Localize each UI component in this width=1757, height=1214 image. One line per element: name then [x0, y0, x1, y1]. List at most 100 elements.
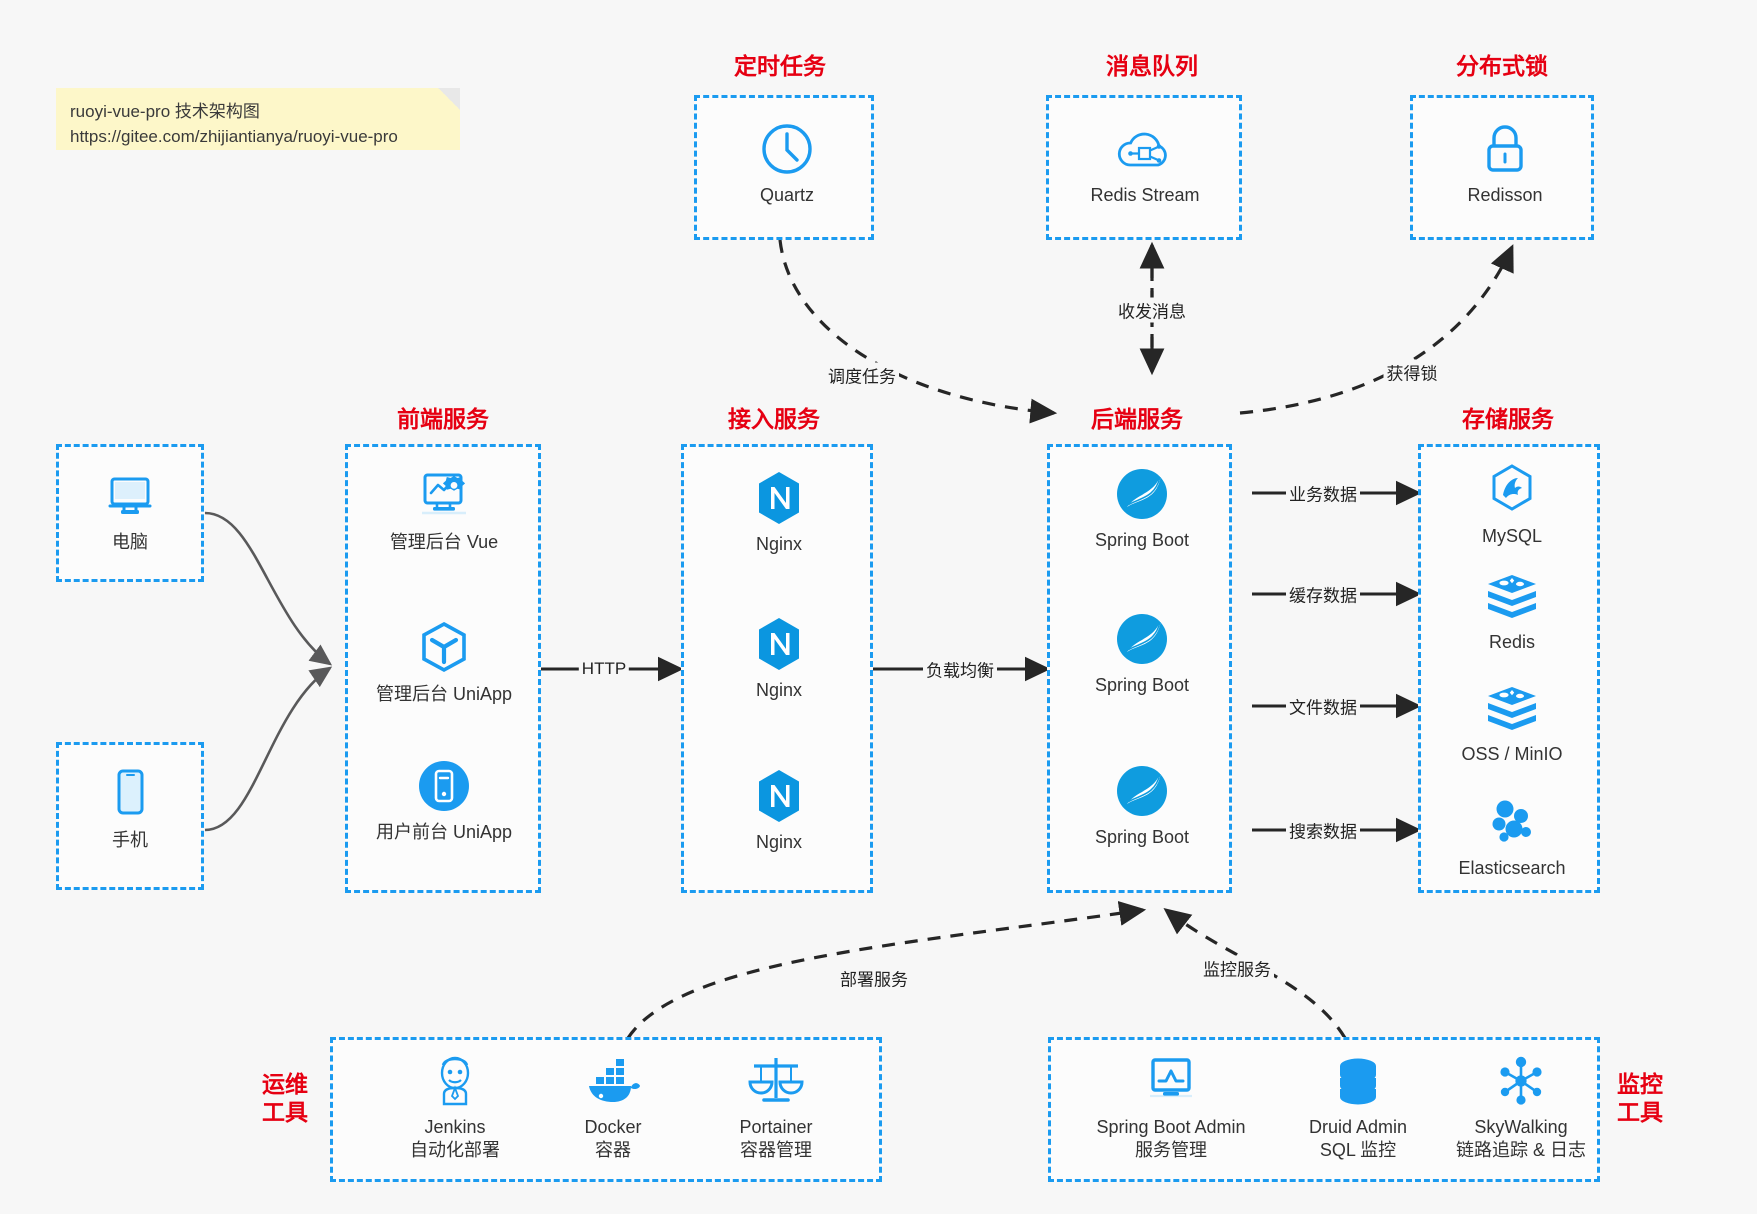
group-title-storage: 存储服务	[1462, 406, 1554, 432]
group-box-message-queue: Redis Stream	[1046, 95, 1242, 240]
node-admin-vue[interactable]: 管理后台 Vue	[369, 467, 519, 554]
group-box-backend: Spring Boot Spring Boot Spring Boot	[1047, 444, 1232, 893]
node-mysql[interactable]: MySQL	[1437, 461, 1587, 548]
node-docker[interactable]: Docker 容器	[538, 1052, 688, 1163]
node-label: Redis Stream	[1090, 185, 1200, 205]
node-label: 管理后台 UniApp	[375, 684, 513, 704]
node-label: Druid Admin	[1308, 1117, 1408, 1137]
node-redisson[interactable]: Redisson	[1430, 120, 1580, 207]
note-fold-corner	[438, 88, 460, 110]
node-label: Docker	[584, 1117, 642, 1137]
group-title-monitoring: 监控 工具	[1610, 1070, 1670, 1126]
node-label: Nginx	[755, 534, 803, 554]
note-title: ruoyi-vue-pro 技术架构图	[70, 102, 260, 121]
node-desktop[interactable]: 电脑	[55, 467, 205, 554]
node-sublabel: 自动化部署	[410, 1140, 500, 1161]
edge-label-cache-data: 缓存数据	[1286, 581, 1360, 607]
node-label: Jenkins	[424, 1117, 486, 1137]
node-druid-admin[interactable]: Druid Admin SQL 监控	[1273, 1052, 1443, 1163]
edge-label-send-receive-message: 收发消息	[1115, 297, 1189, 323]
group-box-distributed-lock: Redisson	[1410, 95, 1594, 240]
node-skywalking[interactable]: SkyWalking 链路追踪 & 日志	[1431, 1052, 1611, 1163]
note-url: https://gitee.com/zhijiantianya/ruoyi-vu…	[70, 126, 398, 146]
group-box-storage: MySQL Redis	[1418, 444, 1600, 893]
group-box-client-phone: 手机	[56, 742, 204, 890]
group-title-scheduler: 定时任务	[734, 53, 826, 79]
node-label: Redis	[1488, 632, 1536, 652]
node-label: Spring Boot	[1094, 675, 1190, 695]
node-spring-boot-2[interactable]: Spring Boot	[1067, 610, 1217, 697]
node-user-uniapp[interactable]: 用户前台 UniApp	[369, 757, 519, 844]
group-title-frontend: 前端服务	[397, 406, 489, 432]
edge-phone-to-frontend	[204, 666, 333, 832]
phone-icon	[55, 765, 205, 823]
node-sublabel: 容器	[595, 1140, 631, 1161]
node-nginx-1[interactable]: Nginx	[704, 469, 854, 556]
node-sublabel: SQL 监控	[1319, 1140, 1397, 1161]
edge-quartz-to-backend	[778, 239, 1058, 424]
node-spring-boot-3[interactable]: Spring Boot	[1067, 762, 1217, 849]
node-sublabel: 链路追踪 & 日志	[1455, 1140, 1586, 1161]
node-label: Redisson	[1467, 185, 1543, 205]
mysql-icon	[1437, 461, 1587, 519]
edge-label-schedule-task: 调度任务	[825, 362, 899, 388]
nginx-icon	[704, 767, 854, 825]
node-label: 手机	[112, 830, 148, 850]
diagram-note: ruoyi-vue-pro 技术架构图 https://gitee.com/zh…	[56, 88, 460, 150]
desktop-icon	[55, 467, 205, 525]
node-quartz[interactable]: Quartz	[712, 120, 862, 207]
node-label: Spring Boot Admin	[1096, 1117, 1246, 1137]
group-title-monitoring-line1: 监控	[1617, 1071, 1663, 1097]
scales-icon	[701, 1052, 851, 1110]
nginx-icon	[704, 469, 854, 527]
group-box-gateway: Nginx Nginx Nginx	[681, 444, 873, 893]
node-jenkins[interactable]: Jenkins 自动化部署	[380, 1052, 530, 1163]
redis-icon	[1437, 567, 1587, 625]
group-box-frontend: 管理后台 Vue 管理后台 UniApp 用户前台 UniApp	[345, 444, 541, 893]
edge-label-load-balance: 负载均衡	[923, 656, 997, 682]
node-label: OSS / MinIO	[1461, 744, 1563, 764]
node-label: 用户前台 UniApp	[375, 822, 513, 842]
node-label: Quartz	[759, 185, 815, 205]
node-admin-uniapp[interactable]: 管理后台 UniApp	[369, 619, 519, 706]
group-title-message-queue: 消息队列	[1106, 53, 1198, 79]
clock-icon	[712, 120, 862, 178]
edge-label-http: HTTP	[578, 659, 630, 679]
node-spring-boot-1[interactable]: Spring Boot	[1067, 465, 1217, 552]
edge-label-monitor-service: 监控服务	[1200, 955, 1274, 981]
node-spring-boot-admin[interactable]: Spring Boot Admin 服务管理	[1073, 1052, 1269, 1163]
group-title-devops-line1: 运维	[262, 1071, 308, 1097]
cloud-network-icon	[1070, 120, 1220, 178]
node-oss-minio[interactable]: OSS / MinIO	[1437, 679, 1587, 766]
group-title-monitoring-line2: 工具	[1617, 1099, 1663, 1126]
lock-icon	[1430, 120, 1580, 178]
edge-label-business-data: 业务数据	[1286, 480, 1360, 506]
group-box-scheduler: Quartz	[694, 95, 874, 240]
node-portainer[interactable]: Portainer 容器管理	[701, 1052, 851, 1163]
group-title-distributed-lock: 分布式锁	[1456, 53, 1548, 79]
spring-boot-icon	[1067, 762, 1217, 820]
node-elasticsearch[interactable]: Elasticsearch	[1437, 793, 1587, 880]
node-redis[interactable]: Redis	[1437, 567, 1587, 654]
node-nginx-2[interactable]: Nginx	[704, 615, 854, 702]
node-label: Spring Boot	[1094, 530, 1190, 550]
nginx-icon	[704, 615, 854, 673]
node-redis-stream[interactable]: Redis Stream	[1070, 120, 1220, 207]
node-label: Spring Boot	[1094, 827, 1190, 847]
node-label: 管理后台 Vue	[389, 532, 499, 552]
node-label: Portainer	[739, 1117, 813, 1137]
node-label: MySQL	[1481, 526, 1542, 546]
node-label: 电脑	[112, 532, 148, 552]
skywalking-icon	[1431, 1052, 1611, 1110]
edge-desktop-to-frontend	[204, 511, 333, 666]
database-icon	[1273, 1052, 1443, 1110]
node-nginx-3[interactable]: Nginx	[704, 767, 854, 854]
group-title-gateway: 接入服务	[728, 406, 820, 432]
node-phone[interactable]: 手机	[55, 765, 205, 852]
node-label: SkyWalking	[1474, 1117, 1568, 1137]
dashboard-monitor-icon	[369, 467, 519, 525]
jenkins-icon	[380, 1052, 530, 1110]
node-label: Nginx	[755, 680, 803, 700]
group-box-client-desktop: 电脑	[56, 444, 204, 582]
